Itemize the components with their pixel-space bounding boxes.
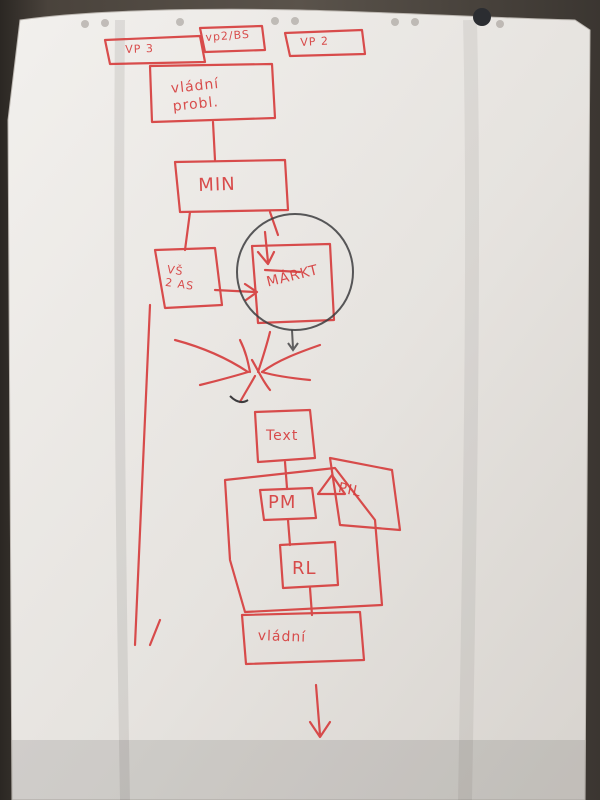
label-bottom-box: vládní: [257, 628, 307, 646]
box-large: [223, 466, 384, 614]
label-text-box: Text: [266, 428, 299, 444]
box-problem: [148, 62, 277, 124]
bottom-arrow: [308, 683, 332, 739]
triangle-mark: [316, 473, 347, 496]
box-small-circle: [328, 456, 402, 532]
binding-holes: [81, 17, 504, 28]
paper-fold-left: [114, 19, 130, 800]
paper: [7, 8, 591, 800]
black-scribble: [229, 395, 249, 404]
paper-shadow-bottom: [12, 740, 585, 800]
label-vp2: VP 2: [300, 34, 330, 49]
box-rl: [278, 540, 340, 590]
box-text: [253, 408, 317, 464]
push-pin: [473, 8, 491, 26]
arrow-left-circle: [213, 282, 259, 302]
box-pm: [258, 486, 318, 522]
label-vp3: VP 3: [125, 41, 155, 56]
box-vp3: [103, 34, 207, 66]
line-pm-rl: [286, 518, 292, 547]
line-main-left: [183, 210, 192, 252]
black-arrow: [287, 329, 299, 352]
arrow-problem-main: [211, 120, 217, 162]
box-main: [173, 158, 290, 214]
left-bracket-hook: [148, 618, 162, 647]
box-bottom: [240, 610, 366, 666]
label-rl-box: RL: [292, 558, 317, 579]
box-circle-inner: [250, 242, 336, 325]
left-bracket: [133, 303, 152, 647]
line-text-down: [283, 460, 289, 490]
inner-arrow-right: [263, 268, 302, 274]
box-vp2: [283, 28, 367, 58]
box-left: [153, 246, 224, 310]
label-left-box: VŠ 2 AS: [164, 263, 195, 293]
drawing: [103, 24, 402, 739]
arrow-cluster: [173, 330, 322, 404]
inner-arrows: [256, 230, 276, 266]
black-circle: [236, 213, 354, 331]
line-main-right: [268, 210, 280, 237]
label-main: MIN: [198, 173, 237, 196]
paper-fold-right: [458, 19, 480, 800]
box-vp-center: [198, 24, 267, 54]
line-rl-bottom: [308, 586, 314, 617]
label-pm-box: PM: [268, 492, 297, 513]
